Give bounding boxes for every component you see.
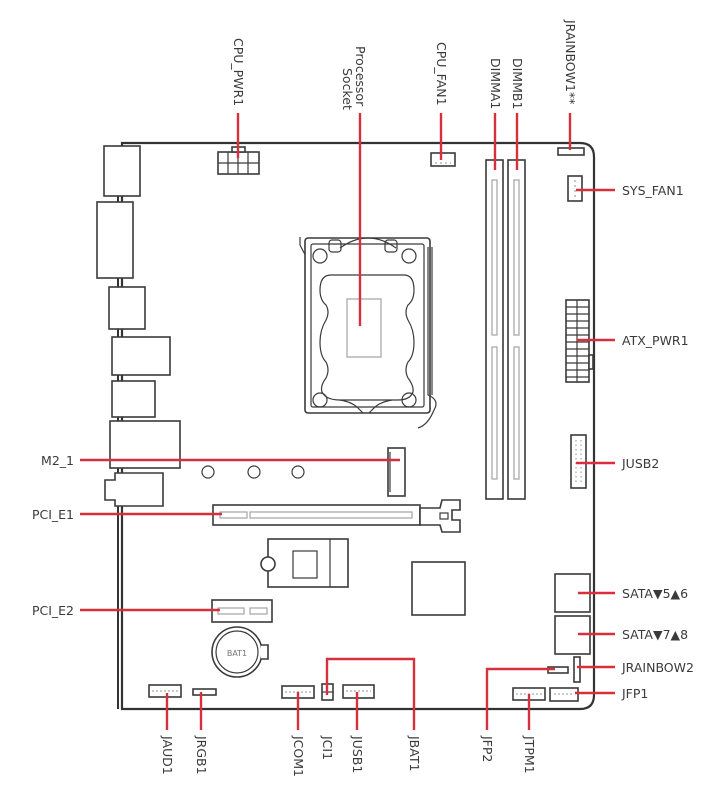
label-processor-socket-line2: Socket [340,68,355,110]
jrainbow2-header [547,656,581,683]
label-jusb1: JUSB1 [350,735,365,773]
cpu-fan1-header [430,152,456,167]
left-labels: M2_1 PCI_E1 PCI_E2 [32,453,74,618]
label-jbat1: JBAT1 [407,735,422,771]
rear-io-panel [96,145,181,709]
label-pci-e2: PCI_E2 [32,603,74,618]
label-dimmb1: DIMMB1 [510,58,525,109]
sata-ports [554,573,591,655]
label-jrainbow1: JRAINBOW1** [563,19,578,104]
label-sata56: SATA▼5▲6 [622,586,688,601]
jusb2-header [570,434,587,489]
right-labels: SYS_FAN1 ATX_PWR1 JUSB2 SATA▼5▲6 SATA▼7▲… [621,183,694,701]
pci-e2-slot [211,599,273,623]
label-jcom1: JCOM1 [291,735,306,777]
processor-socket [299,237,437,429]
leader-lines [80,113,615,730]
bottom-labels: JAUD1 JRGB1 JCOM1 JCI1 JUSB1 JBAT1 JFP2 … [160,735,537,777]
label-jfp2: JFP2 [480,735,495,762]
label-atx-pwr1: ATX_PWR1 [622,333,689,348]
sys-fan1-header [567,175,583,202]
jfp1-header [549,687,579,702]
label-jaud1: JAUD1 [160,735,175,775]
bat1-battery: BAT1 [211,626,269,678]
chipset [260,538,466,616]
top-labels: CPU_PWR1 Processor Socket CPU_FAN1 DIMMA… [231,19,578,110]
dimm-slots [485,159,526,500]
pci-e1-slot [212,499,461,533]
label-jci1: JCI1 [320,735,335,760]
label-pci-e1: PCI_E1 [32,507,74,522]
label-jusb2: JUSB2 [621,456,659,471]
label-cpu-fan1: CPU_FAN1 [434,42,449,106]
label-jrainbow2: JRAINBOW2 [621,660,694,675]
label-jtpm1: JTPM1 [522,735,537,774]
label-dimma1: DIMMA1 [488,58,503,109]
label-processor-socket-line1: Processor [353,46,368,107]
label-jrgb1: JRGB1 [194,735,209,775]
label-cpu-pwr1: CPU_PWR1 [231,38,246,106]
label-sys-fan1: SYS_FAN1 [622,183,684,198]
label-sata78: SATA▼7▲8 [622,627,688,642]
board-outline [120,141,596,711]
m2-slot [201,447,406,497]
label-jfp1: JFP1 [621,686,648,701]
bat1-label: BAT1 [227,649,247,658]
bottom-headers [148,683,375,701]
label-m2-1: M2_1 [41,453,74,468]
